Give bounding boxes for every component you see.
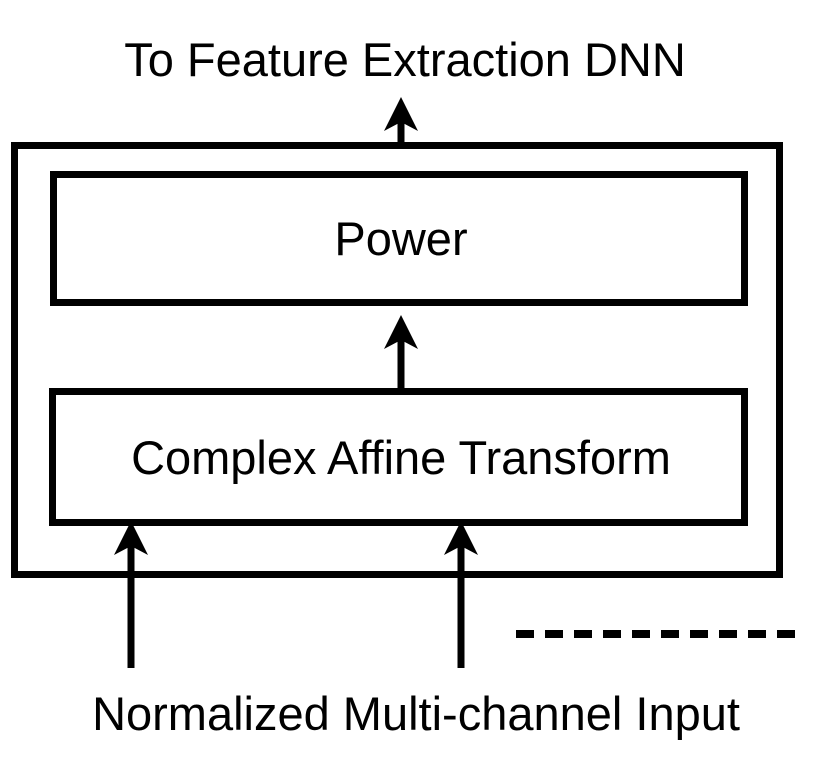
block-complex-affine-transform-label: Complex Affine Transform [131,431,671,484]
arrow-affine-to-power [384,315,418,389]
arrow-input-left [114,521,148,668]
top-label-to-feature-extraction-dnn: To Feature Extraction DNN [124,33,686,86]
block-power-label: Power [334,212,467,265]
bottom-label-normalized-multi-channel-input: Normalized Multi-channel Input [92,687,740,740]
block-power-box [50,171,748,306]
block-complex-affine-transform-box [49,388,748,526]
arrow-input-right [444,521,478,668]
